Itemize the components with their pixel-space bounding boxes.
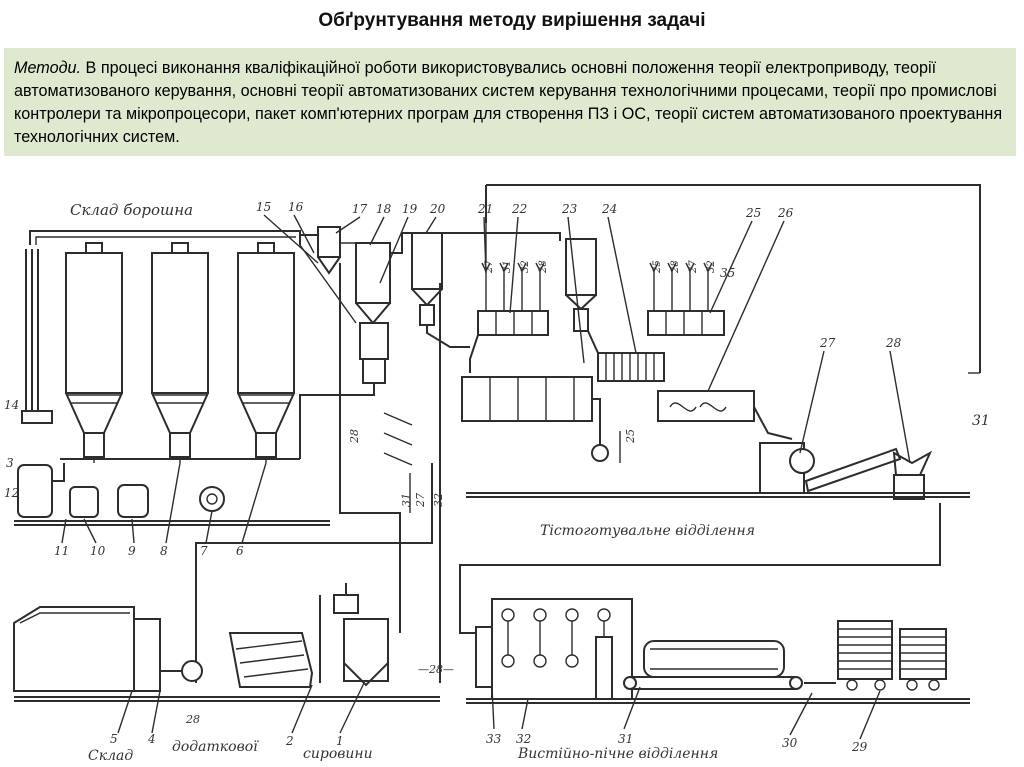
label-8: 8 xyxy=(160,544,168,558)
label-28-b: 28 xyxy=(348,429,361,444)
label-6: 6 xyxy=(236,544,244,558)
label-28: 28 xyxy=(885,336,902,350)
label-pipe-27b: 27 xyxy=(484,260,495,274)
label-30: 30 xyxy=(782,736,798,750)
flour-silos xyxy=(21,230,301,482)
label-16: 16 xyxy=(288,200,304,214)
slide-title: Обґрунтування методу вирішення задачі xyxy=(318,10,706,31)
connecting-pipes xyxy=(195,263,941,683)
methods-text-box: Методи. В процесі виконання кваліфікацій… xyxy=(4,48,1016,156)
dough-prep-block xyxy=(411,184,981,462)
label-pipe-28c: 28 xyxy=(670,260,681,274)
label-31: 31 xyxy=(618,732,633,746)
label-19: 19 xyxy=(402,202,418,216)
label-2: 2 xyxy=(285,734,294,748)
label-33: 33 xyxy=(486,732,502,746)
methods-label: Методи. xyxy=(14,59,82,77)
label-15: 15 xyxy=(256,200,271,214)
label-pipe-31: 31 xyxy=(400,493,413,507)
label-22: 22 xyxy=(511,202,527,216)
additional-storage-caption-1: Склад xyxy=(88,748,133,764)
label-23: 23 xyxy=(561,202,578,216)
label-5: 5 xyxy=(110,732,118,746)
bakery-process-scheme: Склад борошна Тістоготувальне відділення… xyxy=(4,184,990,764)
label-27: 27 xyxy=(819,336,836,350)
label-29: 29 xyxy=(851,740,868,754)
label-pipe-28b: 28 xyxy=(538,260,549,274)
label-pipe-25c: 25 xyxy=(652,260,663,274)
label-21: 21 xyxy=(477,202,493,216)
label-pipe-32: 32 xyxy=(432,493,445,507)
cyclone-block xyxy=(299,226,561,459)
methods-paragraph: В процесі виконання кваліфікаційної робо… xyxy=(14,59,1003,146)
label-28-c: —28— xyxy=(418,663,454,676)
label-14: 14 xyxy=(4,398,19,412)
label-11: 11 xyxy=(54,544,69,558)
label-24: 24 xyxy=(601,202,617,216)
label-pipe-32c: 32 xyxy=(706,260,717,273)
flour-aux-equipment xyxy=(14,464,330,526)
label-3: 3 xyxy=(6,456,14,470)
label-26: 26 xyxy=(777,206,794,220)
dough-divider-block xyxy=(466,390,970,500)
label-1: 1 xyxy=(336,734,344,748)
additional-storage-caption-2: додаткової xyxy=(172,739,259,755)
label-9: 9 xyxy=(128,544,136,558)
baking-block xyxy=(466,598,970,704)
label-17: 17 xyxy=(352,202,368,216)
flour-storage-caption: Склад борошна xyxy=(70,201,193,219)
additional-storage-block xyxy=(13,583,440,702)
label-28-a: 28 xyxy=(185,713,200,726)
label-32: 32 xyxy=(516,732,531,746)
callout-numbers: 14 3 12 11 10 9 8 7 6 15 16 17 18 19 20 … xyxy=(4,200,990,754)
baking-department-caption: Вистійно-пічне відділення xyxy=(517,746,718,762)
callout-leader-lines xyxy=(61,214,911,740)
label-18: 18 xyxy=(376,202,392,216)
dough-department-caption: Тістоготувальне відділення xyxy=(540,523,755,539)
label-10: 10 xyxy=(90,544,106,558)
label-4: 4 xyxy=(147,732,156,746)
label-31-right: 31 xyxy=(972,413,990,429)
additional-storage-caption-3: сировини xyxy=(303,746,373,762)
label-pipe-27c: 27 xyxy=(688,260,699,274)
label-12: 12 xyxy=(4,486,19,500)
label-pipe-27: 27 xyxy=(414,493,427,508)
label-pipe-31b: 31 xyxy=(502,260,513,273)
label-25: 25 xyxy=(745,206,761,220)
label-20: 20 xyxy=(429,202,446,216)
label-25-line: 25 xyxy=(624,429,637,444)
label-pipe-32b: 32 xyxy=(520,260,531,273)
label-7: 7 xyxy=(200,544,208,558)
